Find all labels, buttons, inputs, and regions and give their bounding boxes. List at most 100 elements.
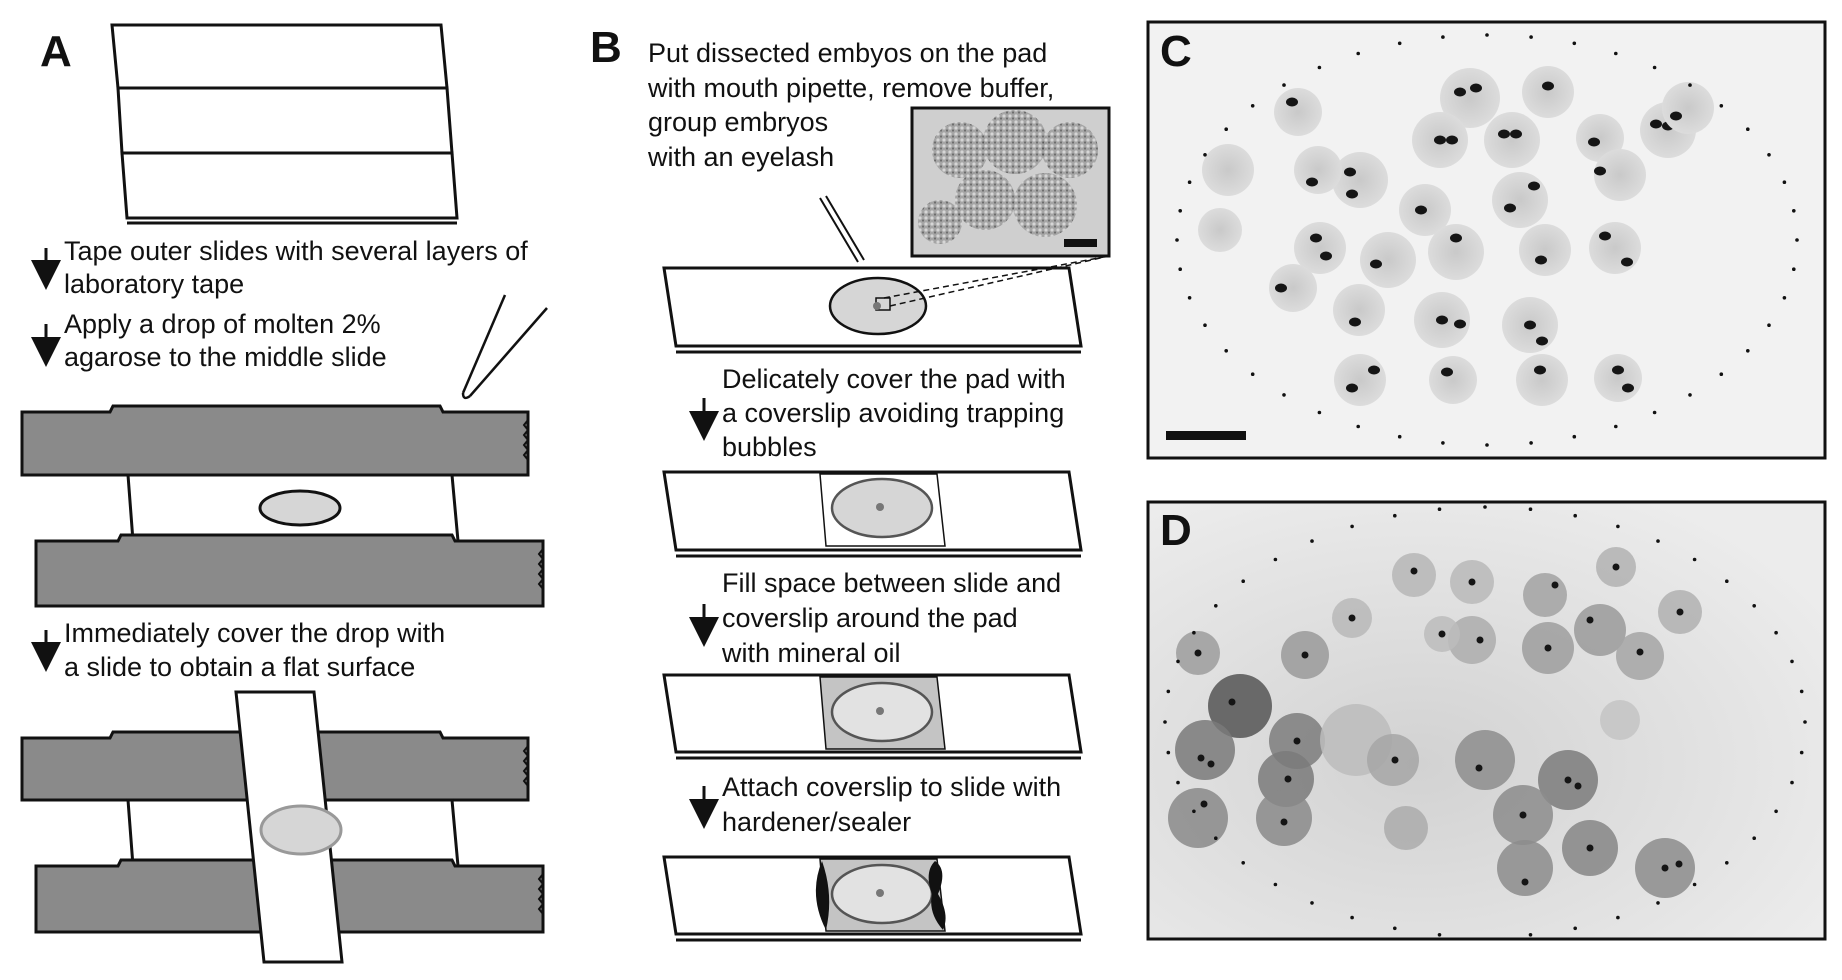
- chromatin-spot: [1528, 181, 1540, 191]
- boundary-dot: [1166, 750, 1171, 755]
- boundary-dot: [1393, 513, 1397, 518]
- chromatin-spot: [1348, 614, 1356, 622]
- chromatin-spot: [1200, 800, 1208, 808]
- chromatin-spot: [1275, 283, 1287, 293]
- chromatin-spot: [1286, 97, 1298, 107]
- boundary-dot: [1652, 410, 1657, 415]
- chromatin-spot: [1446, 135, 1458, 145]
- step-b2-line3: with mineral oil: [721, 638, 901, 668]
- chromatin-spot: [1438, 630, 1446, 638]
- tape-strip-lower: [34, 533, 545, 608]
- chromatin-spot: [1228, 698, 1236, 706]
- step-a1: Tape outer slides with several layers of…: [31, 236, 528, 299]
- chromatin-spot: [1450, 233, 1462, 243]
- step-b1: Delicately cover the pad with a coversli…: [689, 364, 1066, 462]
- chromatin-spot: [1621, 257, 1633, 267]
- boundary-dot: [1656, 901, 1660, 905]
- chromatin-spot: [1470, 83, 1482, 93]
- embryo-nucleus: [1274, 88, 1322, 136]
- step-a3-line2: a slide to obtain a flat surface: [64, 652, 415, 682]
- boundary-dot: [1485, 33, 1489, 37]
- boundary-dot: [1214, 836, 1218, 840]
- boundary-dot: [1774, 630, 1778, 635]
- boundary-dot: [1795, 238, 1799, 242]
- intro-line4: with an eyelash: [647, 142, 834, 172]
- step-b3-line2: hardener/sealer: [722, 807, 911, 837]
- embryo-nucleus: [1616, 632, 1664, 680]
- boundary-dot: [1656, 539, 1660, 543]
- embryo-cluster: [876, 707, 884, 715]
- boundary-dot: [1614, 424, 1618, 429]
- boundary-dot: [1163, 720, 1167, 724]
- sealer-right: [928, 861, 946, 930]
- boundary-dot: [1282, 83, 1286, 87]
- boundary-dot: [1273, 882, 1278, 887]
- chromatin-spot: [1284, 775, 1292, 783]
- step-b1-line2: a coverslip avoiding trapping: [722, 398, 1064, 428]
- boundary-dot: [1224, 349, 1228, 353]
- chromatin-spot: [1524, 320, 1536, 330]
- step-a1-line1: Tape outer slides with several layers of: [64, 236, 528, 266]
- chromatin-spot: [1510, 129, 1522, 139]
- chromatin-spot: [1564, 776, 1572, 784]
- embryo-nucleus: [1334, 354, 1386, 406]
- boundary-dot: [1790, 659, 1794, 664]
- boundary-dot: [1178, 209, 1182, 213]
- embryo-nucleus: [1492, 172, 1548, 228]
- boundary-dot: [1397, 41, 1402, 46]
- boundary-dot: [1187, 296, 1192, 300]
- boundary-dot: [1192, 630, 1196, 635]
- boundary-dot: [1688, 393, 1692, 397]
- tape-torn-edge: [522, 419, 530, 461]
- chromatin-spot: [1368, 365, 1380, 375]
- chromatin-spot: [1586, 616, 1594, 624]
- chromatin-spot: [1475, 764, 1483, 772]
- boundary-dot: [1767, 153, 1771, 157]
- tape-torn-edge: [522, 745, 530, 787]
- boundary-dots-d: [1163, 505, 1807, 937]
- embryo-nucleus: [1594, 354, 1642, 402]
- step-a3: Immediately cover the drop with a slide …: [31, 618, 445, 682]
- stacked-slides: [110, 23, 459, 225]
- slide-bottom: [120, 151, 459, 220]
- step-b2-line2: coverslip around the pad: [722, 603, 1018, 633]
- embryo-cluster: [876, 889, 884, 897]
- embryo-nucleus: [1392, 553, 1436, 597]
- boundary-dot: [1176, 659, 1180, 664]
- boundary-dot: [1203, 153, 1207, 157]
- boundary-dot: [1176, 780, 1180, 785]
- intro-line3: group embryos: [648, 107, 828, 137]
- tape-strip-upper: [20, 404, 530, 477]
- chromatin-spot: [1650, 119, 1662, 129]
- boundary-dot: [1441, 441, 1445, 445]
- intro-line1: Put dissected embyos on the pad: [648, 38, 1047, 68]
- chromatin-spot: [1574, 782, 1582, 790]
- embryo-nucleus: [1294, 222, 1346, 274]
- panel-d: D: [1146, 500, 1827, 941]
- embryo-nucleus: [1202, 144, 1254, 196]
- chromatin-spot: [1293, 737, 1301, 745]
- slide-middle: [116, 86, 454, 155]
- boundary-dot: [1241, 579, 1245, 583]
- embryo-nucleus: [1333, 284, 1385, 336]
- embryo-nucleus: [1523, 573, 1567, 617]
- boundary-dot: [1178, 267, 1182, 272]
- step-b2: Fill space between slide and coverslip a…: [689, 568, 1061, 668]
- chromatin-spot: [1346, 189, 1358, 199]
- boundary-dot: [1752, 836, 1756, 840]
- slide-sealed: [662, 855, 1083, 942]
- boundary-dot: [1725, 861, 1729, 865]
- boundary-dot: [1192, 809, 1196, 814]
- boundary-dot: [1175, 238, 1179, 242]
- embryo-nucleus: [1332, 152, 1388, 208]
- boundary-dot: [1688, 83, 1692, 87]
- slide-with-coverslip: [662, 470, 1083, 558]
- slide-with-pad: [662, 255, 1110, 354]
- chromatin-spot: [1536, 336, 1548, 346]
- step-b1-line1: Delicately cover the pad with: [722, 364, 1066, 394]
- chromatin-spot: [1676, 608, 1684, 616]
- step-b3: Attach coverslip to slide with hardener/…: [689, 772, 1061, 837]
- chromatin-spot: [1454, 319, 1466, 329]
- chromatin-spot: [1535, 255, 1547, 265]
